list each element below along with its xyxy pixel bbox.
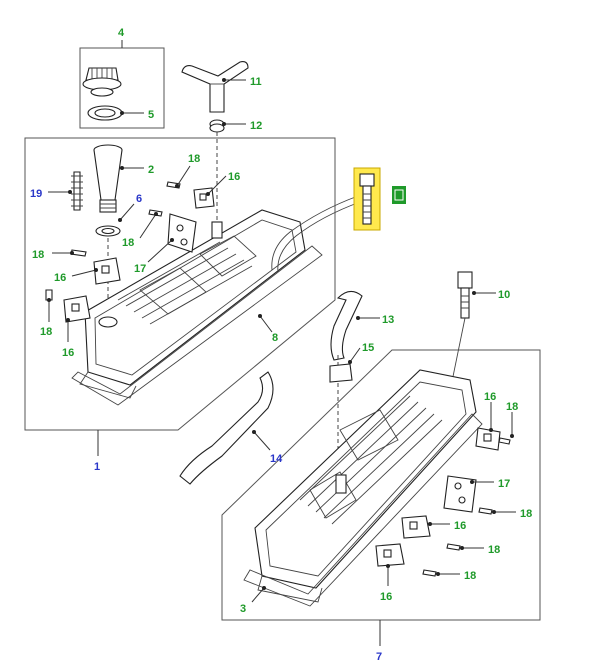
- callout-6: 6: [136, 193, 142, 205]
- breather-hose-upper: [271, 195, 359, 271]
- filler-cap-seal: [87, 105, 123, 121]
- highlighted-bolt: [353, 167, 381, 231]
- long-bolt: [457, 271, 473, 319]
- callout-15: 15: [362, 342, 374, 354]
- callout-17-b: 17: [498, 478, 510, 490]
- right-cover-assembly-box: [221, 349, 541, 621]
- callout-16-c: 16: [62, 347, 74, 359]
- callout-5: 5: [148, 109, 154, 121]
- callout-18-e: 18: [506, 401, 518, 413]
- callout-18-h: 18: [464, 570, 476, 582]
- callout-12: 12: [250, 120, 262, 132]
- callout-18-g: 18: [488, 544, 500, 556]
- oil-filler-cap: [82, 67, 122, 97]
- callout-10: 10: [498, 289, 510, 301]
- breather-hose-14: [179, 371, 274, 485]
- bolts-18-right: [422, 437, 511, 577]
- callout-13: 13: [382, 314, 394, 326]
- callout-18-d: 18: [40, 326, 52, 338]
- bracket-16d: [475, 427, 501, 451]
- callout-16-f: 16: [380, 591, 392, 603]
- left-cover-assembly-box: [24, 137, 336, 431]
- right-rocker-cover: [254, 369, 477, 603]
- bracket-16c: [63, 295, 91, 323]
- callout-2: 2: [148, 164, 154, 176]
- left-rocker-cover: [79, 209, 306, 399]
- leader-lines: [47, 40, 516, 646]
- callout-7: 7: [376, 651, 382, 663]
- hose-clip-15: [329, 363, 353, 383]
- callout-16-e: 16: [454, 520, 466, 532]
- callout-3: 3: [240, 603, 246, 615]
- callout-14: 14: [270, 453, 283, 465]
- right-cover-gasket: [243, 413, 483, 607]
- breather-t-piece: [181, 61, 249, 113]
- neck-seal: [95, 225, 121, 237]
- callout-17-a: 17: [134, 263, 146, 275]
- stud: [71, 171, 83, 211]
- bracket-16e: [401, 515, 431, 539]
- callout-labels: 4 5 11 12 2 18 16 19 6 18 18 16 17 18 16…: [30, 27, 532, 663]
- callout-18-a: 18: [188, 153, 200, 165]
- callout-16-d: 16: [484, 391, 496, 403]
- oil-filler-neck: [93, 144, 123, 213]
- bracket-16b: [93, 257, 121, 285]
- left-cover-gasket: [71, 245, 323, 406]
- breather-clip: [209, 119, 225, 133]
- bracket-17b: [443, 475, 477, 513]
- callout-18-f: 18: [520, 508, 532, 520]
- callout-16-b: 16: [54, 272, 66, 284]
- bracket-17a: [167, 213, 197, 253]
- callout-16-a: 16: [228, 171, 240, 183]
- callout-18-b: 18: [122, 237, 134, 249]
- callout-18-c: 18: [32, 249, 44, 261]
- new-part-badge: [392, 186, 406, 204]
- callout-11: 11: [250, 76, 262, 88]
- callout-4: 4: [118, 27, 125, 39]
- callout-1: 1: [94, 461, 100, 473]
- callout-8: 8: [272, 332, 278, 344]
- bracket-16f: [375, 543, 405, 567]
- callout-19: 19: [30, 188, 42, 200]
- breather-hose-13: [330, 290, 363, 361]
